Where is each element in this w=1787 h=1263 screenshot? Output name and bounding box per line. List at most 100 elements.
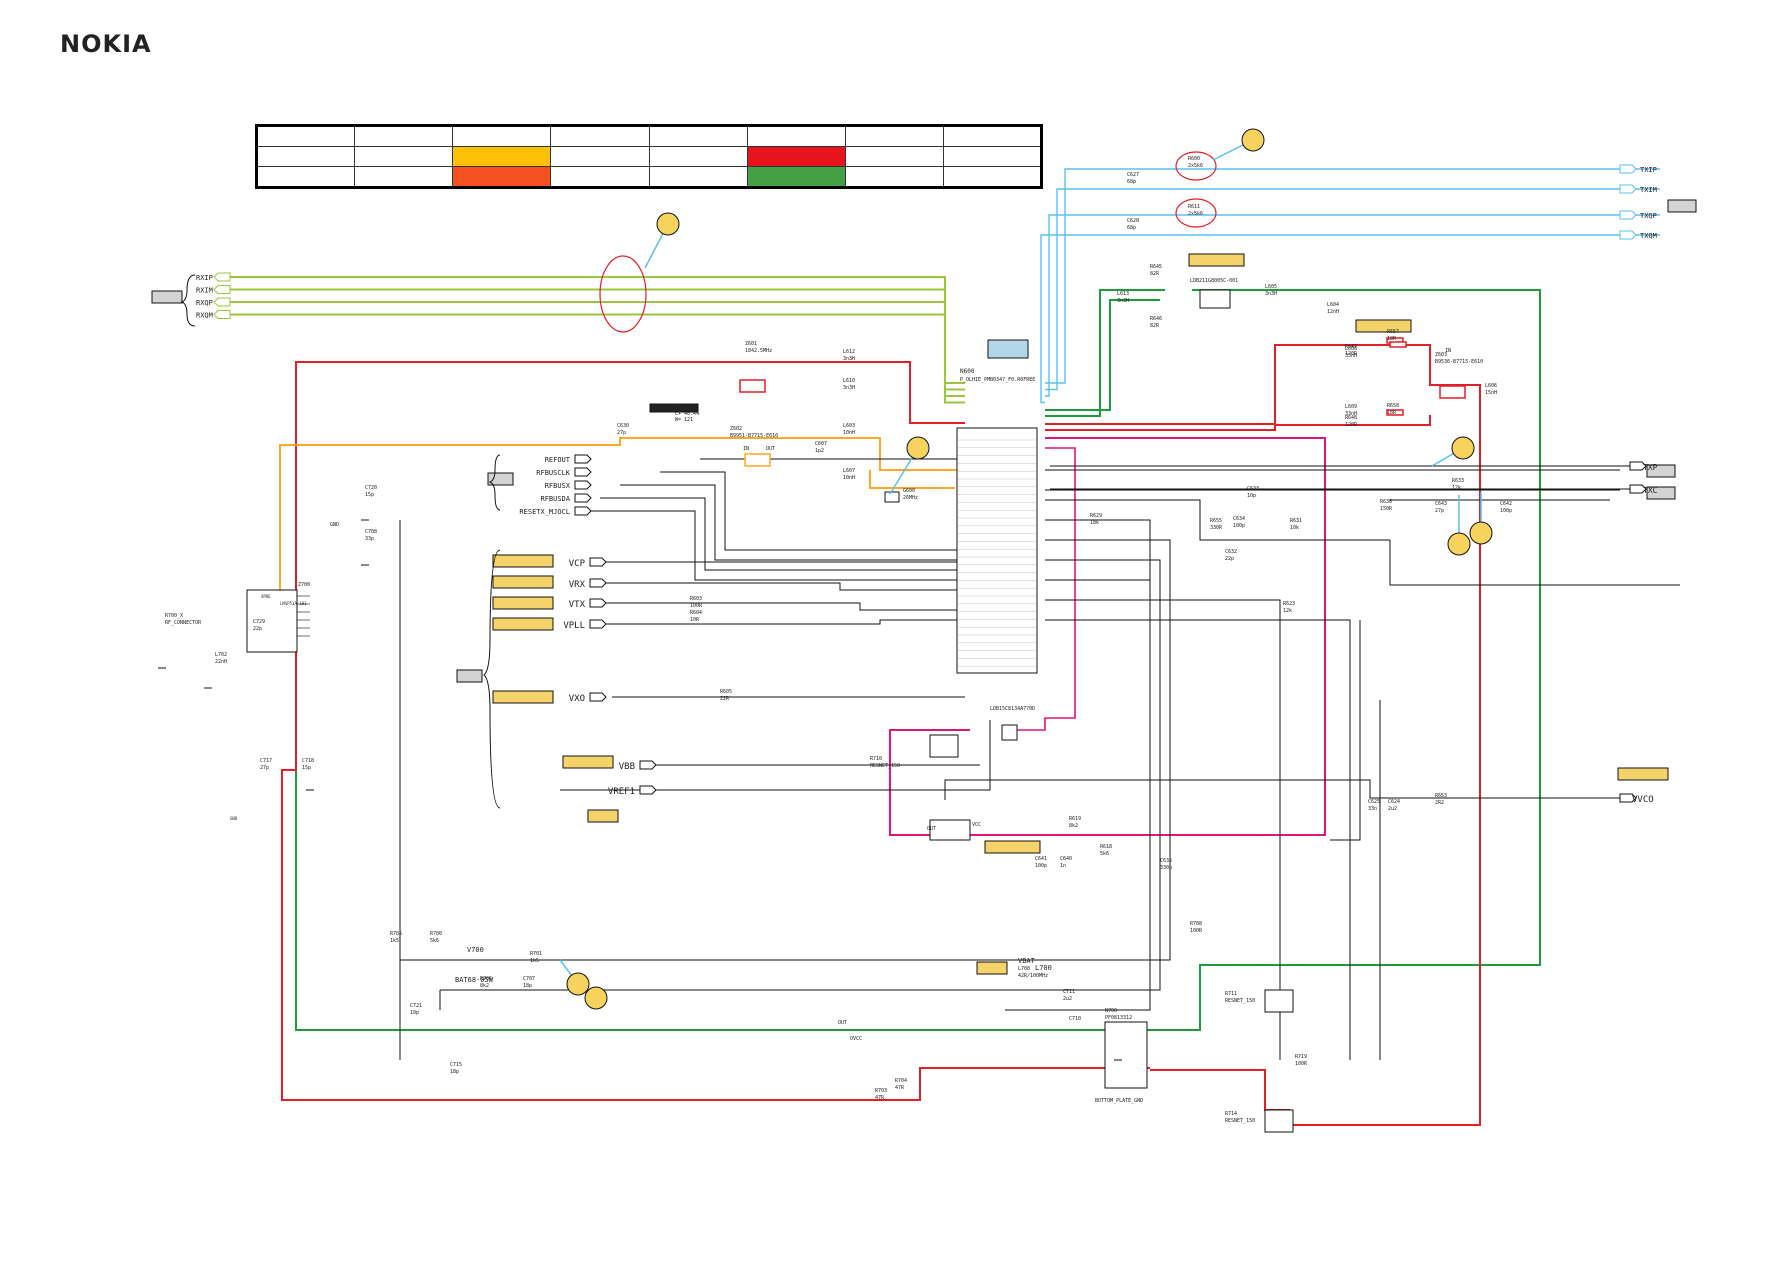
filter-z603 xyxy=(1439,385,1466,399)
resistor-ref: R708 xyxy=(1190,921,1202,927)
ic-z700-part: LMSP51A-101 xyxy=(280,601,307,606)
balun-part: LDB211G8005C-001 xyxy=(1190,278,1238,284)
loop-orange xyxy=(279,437,965,640)
label-tag xyxy=(456,669,483,683)
capacitor-ref: C721 xyxy=(410,1003,422,1009)
resistor-ref: R645 xyxy=(1150,264,1162,270)
inductor-value: 10nH xyxy=(843,430,855,436)
capacitor-value: 1n xyxy=(1060,863,1066,869)
signal-wire xyxy=(605,619,965,625)
rf-port xyxy=(1264,1109,1294,1133)
in-label: IN xyxy=(743,446,749,452)
resistor-ref: R604 xyxy=(690,610,702,616)
diode-part: BAT68-05W xyxy=(455,976,494,984)
rx-port-label: RXIP xyxy=(196,274,213,282)
resistor-ref: R704 xyxy=(895,1078,907,1084)
capacitor-ref: C634 xyxy=(1233,516,1245,522)
signal-wire xyxy=(1045,599,1281,1060)
inductor-value: 33nH xyxy=(1345,411,1357,417)
inductor-value: 3n3H xyxy=(1117,298,1129,304)
signal-wire xyxy=(605,582,965,591)
capacitor-value: 10p xyxy=(410,1010,419,1016)
ic-z700-ref: Z700 xyxy=(298,582,310,588)
inductor-value: 42R/100MHz xyxy=(1018,973,1048,979)
resistor-value: 8k2 xyxy=(480,983,489,989)
filter-value: W= 121 xyxy=(675,417,693,423)
capacitor-ref: C635 xyxy=(1160,858,1172,864)
rx-wire xyxy=(230,313,965,404)
rx-wire xyxy=(230,288,965,391)
resistor-value: 1k5 xyxy=(390,938,399,944)
gnd-label: GND xyxy=(230,816,238,821)
out-label: OUT xyxy=(766,446,775,452)
tx2-port-label: TXC xyxy=(1643,486,1658,495)
tx-wire xyxy=(1040,234,1660,404)
tx-port-label: TXIP xyxy=(1640,166,1657,174)
loop-pink xyxy=(1015,447,1076,731)
wires xyxy=(230,168,1680,1126)
inductor-ref: L613 xyxy=(1117,291,1129,297)
capacitor-value: 22p xyxy=(253,626,262,632)
ctrl-port-label: RESETX_MJOCL xyxy=(519,508,570,516)
ic-n600 xyxy=(956,427,1038,674)
resistor-ref: R618 xyxy=(1100,844,1112,850)
callout-circle xyxy=(1241,128,1265,152)
diode-ref: V700 xyxy=(467,946,484,954)
port-arrow xyxy=(589,557,607,567)
resistor-value: 18R xyxy=(1387,336,1397,342)
rx-wire xyxy=(230,276,965,384)
capacitor-value: 330p xyxy=(1160,865,1172,871)
brace xyxy=(483,549,501,809)
resistor-value: 150R xyxy=(1380,506,1393,512)
filter-ref: Z601 xyxy=(745,341,757,347)
capacitor-ref: C630 xyxy=(617,423,629,429)
capacitor-value: 27p xyxy=(617,430,626,436)
signal-wire xyxy=(605,602,965,611)
capacitor-ref: C633 xyxy=(1247,486,1259,492)
port-arrow xyxy=(213,297,231,307)
tx-port-label: TXQP xyxy=(1640,212,1657,220)
loop-red xyxy=(1045,344,1481,1126)
labels: N600P_OLHIE_PMB0347_F0.R0FREEZ700LMSP51A… xyxy=(165,156,1658,1124)
inductor-ref: L609 xyxy=(1345,404,1357,410)
ic-z700 xyxy=(246,589,298,653)
capacitor-ref: C711 xyxy=(1063,989,1075,995)
capacitor-ref: C729 xyxy=(253,619,265,625)
label-tag xyxy=(1667,199,1697,213)
vbat-label: VBAT xyxy=(1018,957,1036,965)
resistor-value: 82R xyxy=(1150,323,1160,329)
capacitor-ref: C643 xyxy=(1435,501,1447,507)
signal-wire xyxy=(1045,619,1351,1060)
brace xyxy=(180,274,196,327)
filter-value: C+ 40.44 xyxy=(675,411,699,417)
resistor-red xyxy=(1386,409,1404,416)
port-value: RESNET_150 xyxy=(870,763,900,769)
ic-n700-sub: BOTTOM_PLATE_GND xyxy=(1095,1098,1143,1104)
capacitor-value: 15p xyxy=(302,765,311,771)
callout-circle xyxy=(584,986,608,1010)
inductor-value: 12nH xyxy=(1327,309,1339,315)
capacitor-ref: C640 xyxy=(1060,856,1072,862)
ic-n600-ref: N600 xyxy=(960,368,975,375)
label-tag xyxy=(587,809,619,823)
resistor-value: 10k xyxy=(1290,525,1299,531)
legend-cell xyxy=(452,146,552,167)
port-value: RESNET_150 xyxy=(1225,1118,1255,1124)
capacitor-ref: C641 xyxy=(1035,856,1047,862)
loop-pink xyxy=(889,437,1326,836)
port-arrow xyxy=(213,310,231,319)
balun-t601 xyxy=(1001,724,1018,741)
label-tag xyxy=(1646,486,1676,500)
capacitor-value: 68p xyxy=(1127,179,1136,185)
resistor-ref: R605 xyxy=(720,689,732,695)
port-arrow xyxy=(1619,230,1637,240)
ic-n700 xyxy=(1104,1021,1148,1089)
capacitor-ref: C708 xyxy=(365,529,377,535)
resistor-value: 100R xyxy=(690,603,703,609)
inductor-ref: L612 xyxy=(843,349,855,355)
capacitor-value: 1p2 xyxy=(815,448,824,454)
signal-wire xyxy=(1005,579,1151,1011)
port-arrow xyxy=(574,480,592,490)
callout-circle xyxy=(1451,436,1475,460)
resistor-ref: R619 xyxy=(1069,816,1081,822)
